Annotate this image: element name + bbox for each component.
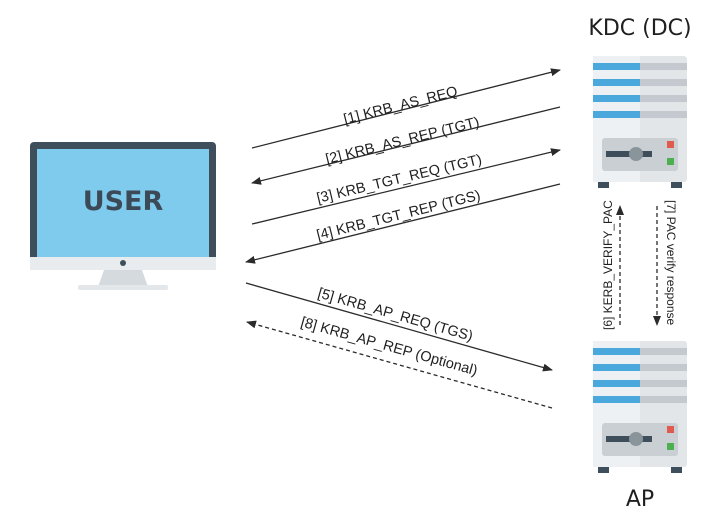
- ap-label: AP: [626, 487, 654, 512]
- msg-7-label: [7] PAC verify response: [664, 200, 678, 325]
- arrow-tgt-rep: [245, 183, 561, 264]
- kdc-label: KDC (DC): [588, 16, 691, 41]
- arrow-ap-req: [245, 282, 553, 372]
- msg-1-label: [1] KRB_AS_REQ: [342, 84, 459, 128]
- user-label: USER: [83, 186, 164, 217]
- arrow-tgt-req: [251, 148, 561, 225]
- arrow-as-rep: [251, 106, 561, 185]
- msg-6-label: [6] KERB_VERIFY_PAC: [601, 200, 615, 330]
- arrow-as-req: [251, 68, 561, 149]
- kdc-server-icon: [593, 56, 687, 188]
- arrow-ap-rep: [246, 320, 553, 409]
- user-computer-icon: [30, 142, 216, 290]
- ap-server-icon: [593, 341, 687, 473]
